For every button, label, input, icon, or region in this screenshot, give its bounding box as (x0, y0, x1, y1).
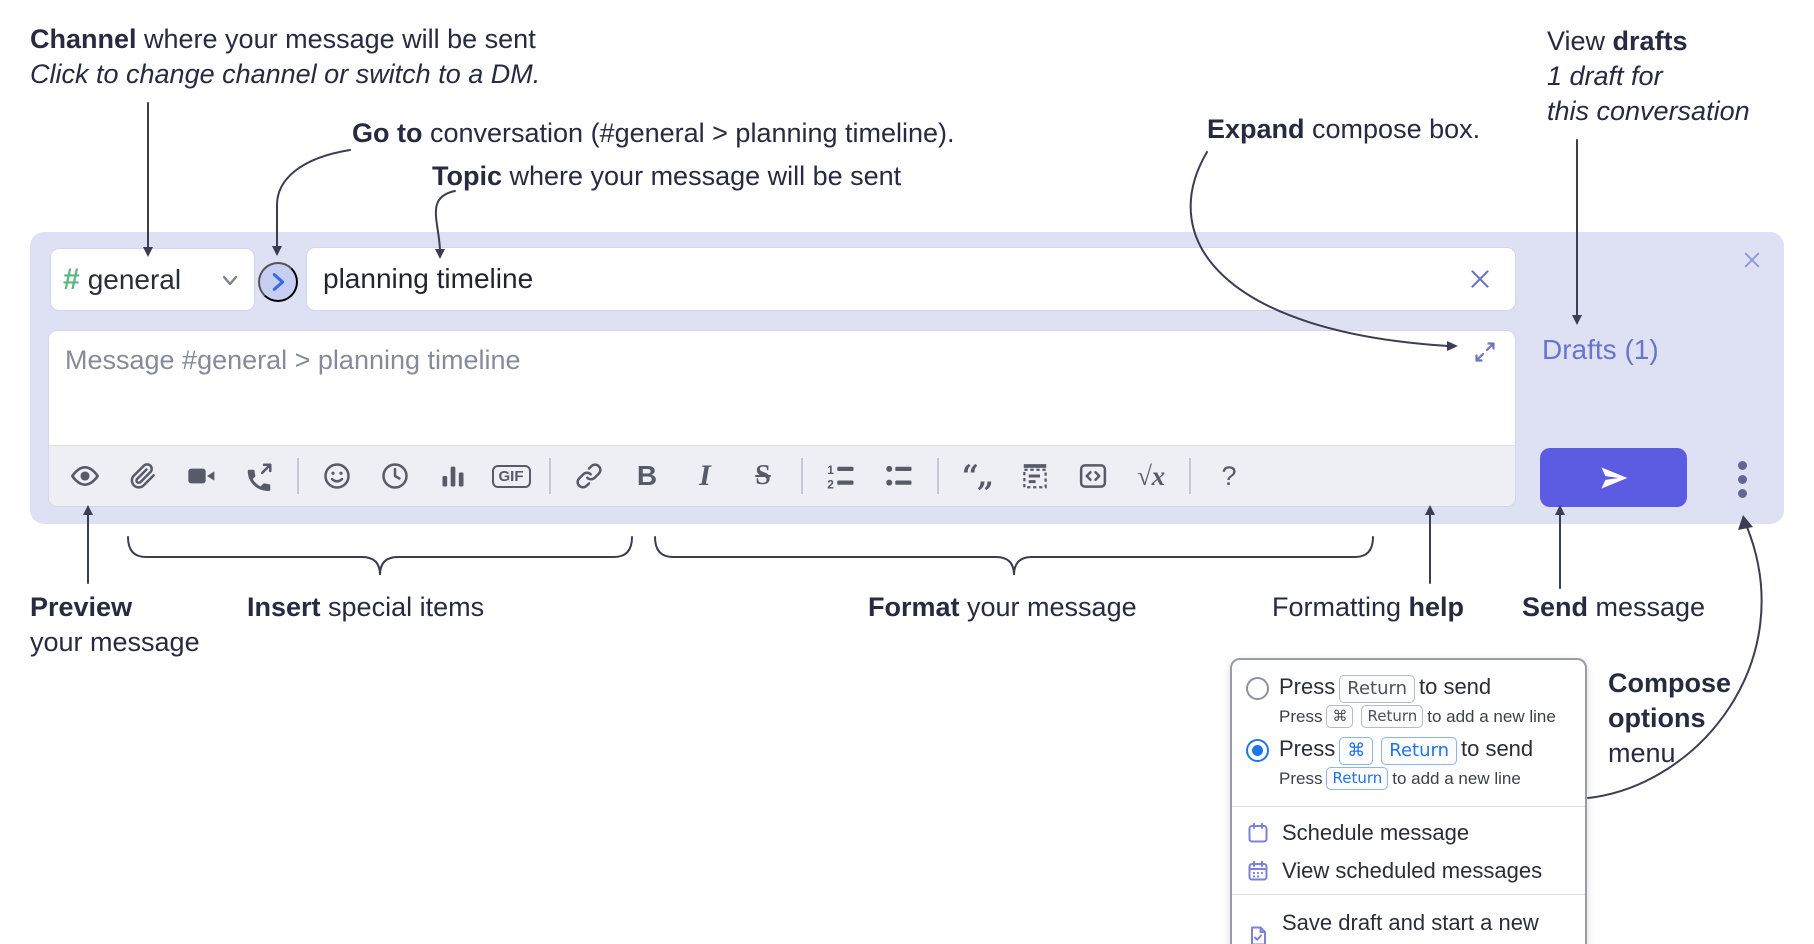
expand-compose-button[interactable] (1467, 339, 1503, 365)
channel-hash-icon: # (63, 262, 80, 296)
compose-options-annotation: Compose options menu (1608, 668, 1732, 768)
draft-document-icon (1246, 924, 1270, 944)
drafts-annotation: View drafts 1 draft for this conversatio… (1547, 26, 1750, 126)
radio-selected[interactable] (1246, 739, 1269, 762)
audio-call-icon[interactable] (233, 454, 285, 498)
chevron-down-icon (222, 275, 238, 285)
toolbar-divider (937, 458, 939, 494)
link-icon[interactable] (563, 454, 615, 498)
calendar-icon (1246, 821, 1270, 845)
topic-annotation: Topic where your message will be sent (432, 161, 902, 191)
close-compose-button[interactable] (1736, 244, 1768, 276)
preview-annotation: Preview your message (30, 592, 200, 657)
compose-options-kebab-icon[interactable] (1720, 450, 1764, 508)
chevron-right-icon (272, 273, 285, 291)
toolbar-divider (549, 458, 551, 494)
channel-selector[interactable]: # general (50, 248, 255, 311)
time-icon[interactable] (369, 454, 421, 498)
message-input[interactable]: Message #general > planning timeline (49, 331, 1515, 445)
drafts-link[interactable]: Drafts (1) (1542, 334, 1659, 365)
strikethrough-icon[interactable]: S (737, 454, 789, 498)
poll-chart-icon[interactable] (427, 454, 479, 498)
preview-eye-icon[interactable] (59, 454, 111, 498)
math-icon[interactable]: √x (1125, 454, 1177, 498)
view-scheduled-messages-item[interactable]: View scheduled messages (1232, 852, 1585, 890)
send-icon (1600, 466, 1627, 489)
radio-unselected[interactable] (1246, 677, 1269, 700)
emoji-icon[interactable] (311, 454, 363, 498)
video-call-icon[interactable] (175, 454, 227, 498)
gif-icon[interactable]: GIF (485, 454, 537, 498)
menu-divider (1232, 806, 1585, 807)
code-icon[interactable] (1067, 454, 1119, 498)
toolbar-divider (801, 458, 803, 494)
send-annotation: Send message (1522, 592, 1706, 622)
save-draft-item[interactable]: Save draft and start a new message (1232, 901, 1585, 944)
italic-icon[interactable]: I (679, 454, 731, 498)
format-annotation: Format your message (868, 592, 1137, 622)
format-brace (654, 536, 1374, 576)
expand-annotation: Expand compose box. (1207, 114, 1481, 144)
goto-conversation-button[interactable] (258, 262, 298, 302)
send-button[interactable] (1540, 448, 1687, 507)
insert-annotation: Insert special items (247, 592, 485, 622)
clear-topic-button[interactable] (1461, 265, 1499, 293)
goto-annotation: Go to conversation (#general > planning … (352, 118, 955, 148)
formatting-help-annotation: Formatting help (1272, 592, 1465, 622)
quote-icon[interactable]: “„ (951, 454, 1003, 498)
message-formatting-help-icon[interactable]: ? (1203, 454, 1255, 498)
menu-divider (1232, 894, 1585, 895)
schedule-message-item[interactable]: Schedule message (1232, 811, 1585, 852)
toolbar-divider (1189, 458, 1191, 494)
spoiler-icon[interactable] (1009, 454, 1061, 498)
bold-icon[interactable]: B (621, 454, 673, 498)
expand-icon (1475, 342, 1495, 362)
channel-annotation: Channel where your message will be sent … (30, 24, 541, 89)
topic-value: planning timeline (323, 263, 534, 294)
message-compose-area: Message #general > planning timeline (48, 330, 1516, 507)
toolbar-divider (297, 458, 299, 494)
compose-box: # general planning timeline Message #gen… (30, 232, 1784, 524)
close-icon (1471, 270, 1489, 288)
calendar-grid-icon (1246, 859, 1270, 883)
svg-text:1: 1 (827, 463, 834, 477)
channel-name: general (87, 263, 182, 295)
svg-text:2: 2 (827, 478, 834, 492)
bulleted-list-icon[interactable] (873, 454, 925, 498)
insert-brace (127, 536, 633, 576)
topic-input[interactable]: planning timeline (306, 247, 1516, 311)
attach-paperclip-icon[interactable] (117, 454, 169, 498)
close-icon (1744, 252, 1760, 268)
message-placeholder: Message #general > planning timeline (65, 345, 521, 375)
